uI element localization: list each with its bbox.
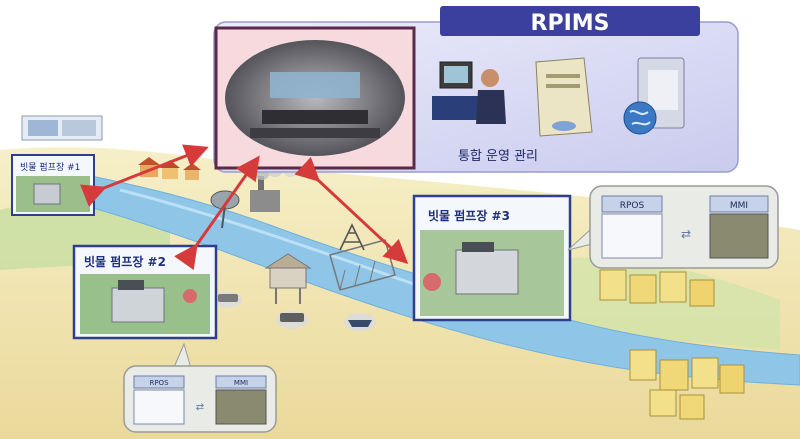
rpims-title-bar	[440, 6, 700, 36]
rpims-title: RPIMS	[531, 11, 610, 36]
callout-right-right-label: MMI	[730, 201, 748, 211]
pump-house-icon	[264, 253, 312, 304]
callout-bottom-link-icon: ⇄	[196, 402, 204, 413]
rpims-panel: RPIMS 통합 운영 관리	[213, 6, 739, 173]
station-3: 빗물 펌프장 #3	[412, 194, 572, 322]
callout-right: RPOS MMI ⇄	[567, 185, 779, 269]
arrow-station-2	[174, 155, 260, 271]
arrow-station-1	[80, 144, 209, 207]
station-3-label: 빗물 펌프장 #3	[428, 208, 510, 223]
station-1-label: 빗물 펌프장 #1	[20, 161, 80, 173]
center-label: 통합 운영 관리	[458, 149, 538, 164]
operator-icon	[432, 61, 506, 124]
station-1: 빗물 펌프장 #1	[11, 115, 103, 216]
arrow-station-3	[294, 156, 409, 265]
apartment-blocks	[599, 269, 745, 420]
station-2-label: 빗물 펌프장 #2	[84, 254, 166, 269]
vehicle-icon-1	[214, 292, 242, 308]
callout-right-left-label: RPOS	[620, 201, 645, 211]
server-icon	[535, 57, 593, 137]
web-server-icon	[623, 57, 685, 135]
callout-bottom: RPOS MMI ⇄	[123, 342, 277, 433]
callout-bottom-left-label: RPOS	[149, 379, 169, 387]
boat-icon	[344, 313, 376, 331]
callout-right-link-icon: ⇄	[681, 227, 691, 241]
vehicle-icon-2	[276, 311, 308, 329]
station-2: 빗물 펌프장 #2	[72, 244, 218, 340]
communication-arrows	[80, 144, 409, 271]
callout-bottom-right-label: MMI	[234, 379, 248, 387]
